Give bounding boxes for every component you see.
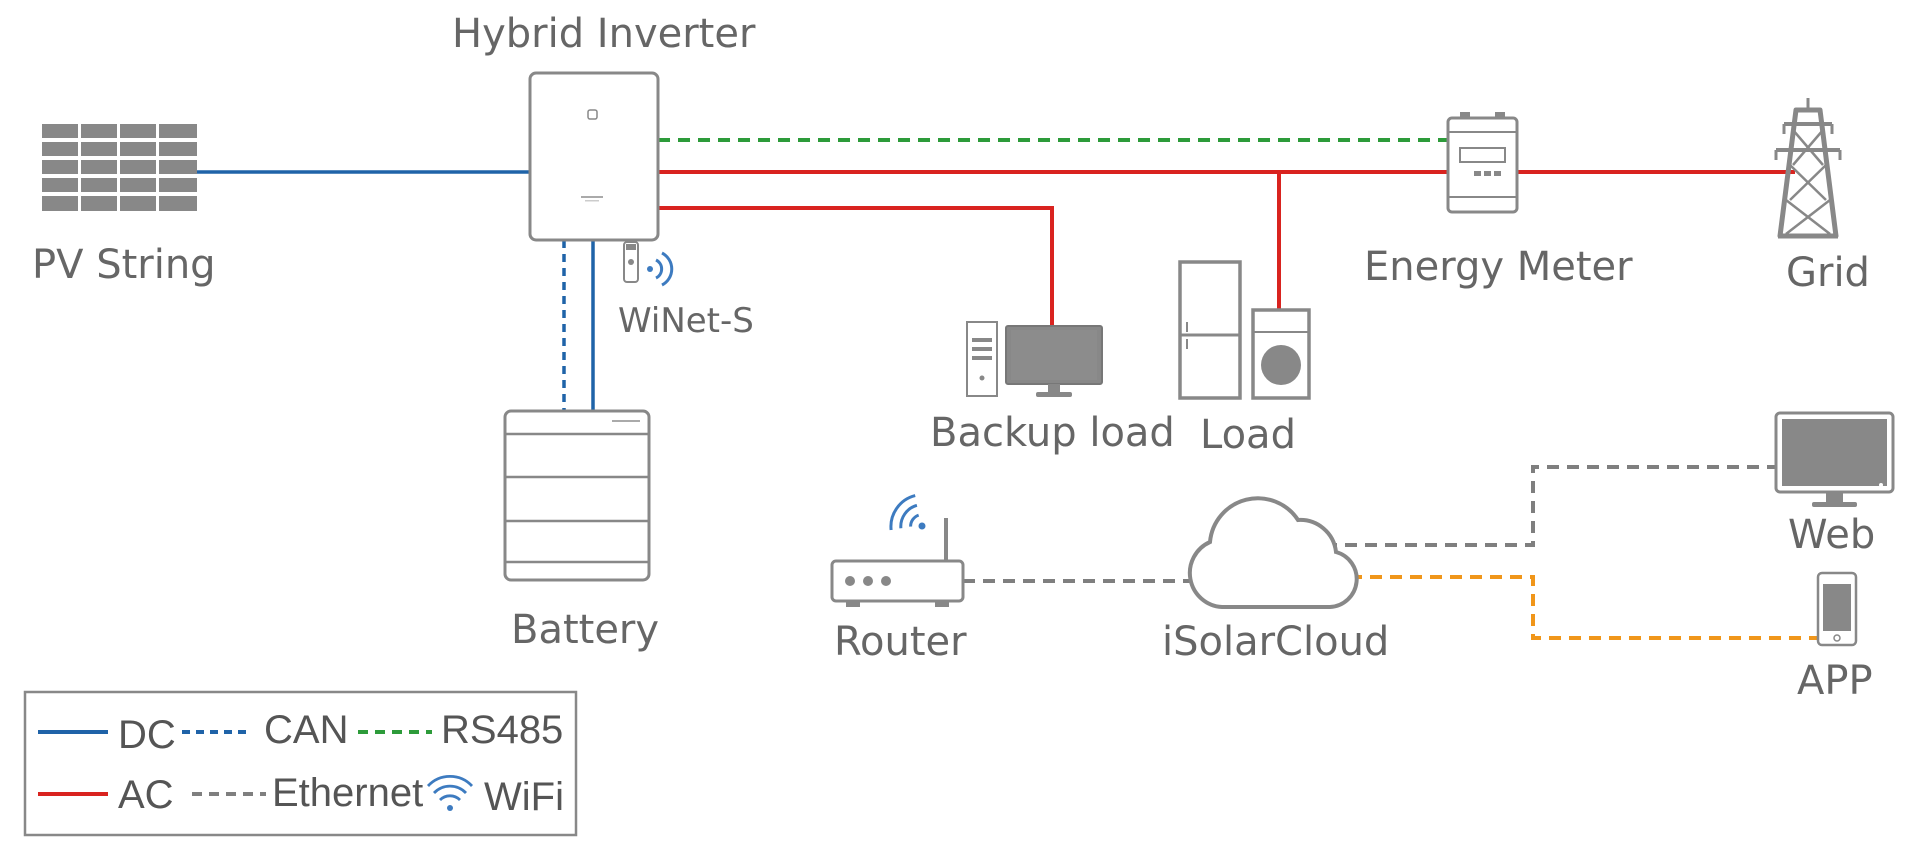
- desktop-computer-icon: [966, 321, 1103, 397]
- legend-rs485-label: RS485: [441, 708, 563, 752]
- ac-line-backup: [658, 206, 1054, 326]
- hybrid-inverter-label: Hybrid Inverter: [452, 11, 756, 57]
- legend: DC CAN RS485 AC Ethernet WiFi: [23, 690, 578, 837]
- monitor-icon: [1774, 411, 1895, 507]
- ethernet-line-web: [1325, 465, 1776, 547]
- legend-ethernet-label: Ethernet: [272, 771, 423, 815]
- app-line-phone: [1350, 575, 1818, 640]
- fridge-washer-icon: [1178, 260, 1311, 400]
- app-label: APP: [1797, 658, 1873, 704]
- backup-load-label: Backup load: [930, 410, 1175, 456]
- winet-s-label: WiNet-S: [618, 301, 754, 341]
- battery-stack-icon: [503, 409, 651, 582]
- pv-string-label: PV String: [32, 242, 216, 288]
- inverter-icon: [528, 71, 660, 242]
- winet-dongle-icon: [623, 241, 639, 283]
- cloud-icon: [1187, 496, 1359, 609]
- router-wifi-icon: [889, 494, 926, 531]
- transmission-tower-icon: [1774, 98, 1842, 239]
- energy-meter-icon: [1446, 112, 1519, 214]
- router-icon: [830, 518, 965, 607]
- winet-wifi-icon: [647, 251, 674, 287]
- web-label: Web: [1788, 512, 1875, 558]
- legend-ac-label: AC: [118, 773, 174, 817]
- connections: [197, 138, 1818, 640]
- load-label: Load: [1200, 412, 1296, 458]
- legend-wifi-icon: [426, 775, 474, 811]
- smartphone-icon: [1816, 571, 1858, 647]
- grid-label: Grid: [1786, 250, 1870, 296]
- battery-label: Battery: [511, 607, 659, 653]
- legend-box: [23, 690, 578, 837]
- legend-dc-label: DC: [118, 713, 176, 757]
- solar-panel-icon: [42, 124, 197, 211]
- legend-wifi-label: WiFi: [484, 775, 564, 819]
- energy-meter-label: Energy Meter: [1364, 244, 1633, 290]
- router-label: Router: [834, 619, 967, 665]
- legend-can-label: CAN: [264, 708, 348, 752]
- isolarcloud-label: iSolarCloud: [1162, 619, 1389, 665]
